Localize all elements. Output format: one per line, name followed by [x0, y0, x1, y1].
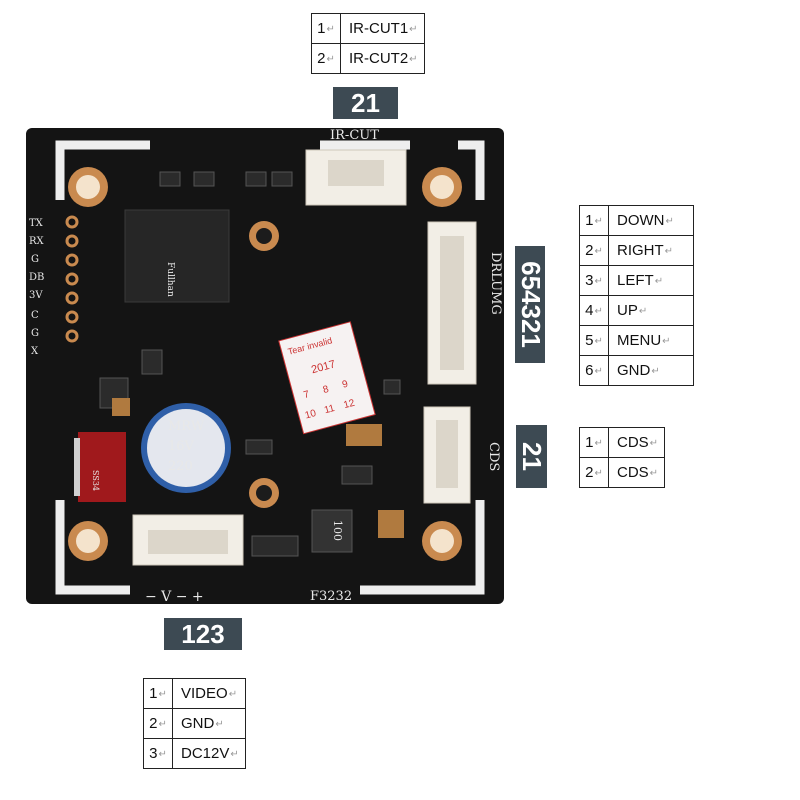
- side-label-db: DB: [29, 272, 44, 283]
- pin-number: 2: [585, 242, 594, 259]
- table-row: 2↵ RIGHT↵: [579, 235, 694, 266]
- side-label-g: G: [31, 254, 39, 265]
- keys-badge: 654321: [515, 246, 546, 363]
- table-row: 1↵ CDS↵: [579, 427, 666, 458]
- table-row: 2↵ GND↵: [143, 708, 246, 739]
- diode-label: SS34: [91, 470, 100, 491]
- pin-number: 4: [585, 302, 594, 319]
- side-label-g2: G: [31, 328, 39, 339]
- pin-label: LEFT: [617, 272, 654, 289]
- power-badge-text: 123: [181, 618, 225, 649]
- pin-label: RIGHT: [617, 242, 664, 259]
- table-row: 1↵ IR-CUT1↵: [311, 13, 425, 44]
- power-badge: 123: [164, 618, 242, 650]
- pin-label: VIDEO: [181, 685, 228, 702]
- sticker-m9: 9: [341, 379, 350, 391]
- tantalum-cap: [378, 510, 404, 538]
- pin-number: 2: [149, 715, 158, 732]
- silk-cds: CDS: [486, 442, 501, 471]
- table-row: 2↵ IR-CUT2↵: [311, 43, 425, 74]
- red-diode: [78, 432, 126, 502]
- side-label-c: C: [31, 310, 39, 321]
- pin-number: 3: [585, 272, 594, 289]
- mounting-holes: [68, 167, 462, 561]
- sticker-m11: 11: [323, 403, 336, 416]
- pin-number: 5: [585, 332, 594, 349]
- ircut-badge-text: 21: [351, 87, 380, 118]
- warranty-sticker: Tear invalid 2017 7 8 9 10 11 12: [278, 321, 376, 435]
- pin-label: CDS: [617, 464, 649, 481]
- pin-label: GND: [617, 362, 651, 379]
- cds-badge: 21: [516, 425, 547, 488]
- pin-number: 1: [149, 685, 158, 702]
- pin-number: 1: [585, 212, 594, 229]
- ircut-connector: [305, 149, 407, 206]
- table-row: 3↵ DC12V↵: [143, 738, 246, 769]
- side-label-rx: RX: [29, 236, 45, 247]
- pin-label: UP: [617, 302, 638, 319]
- inductor-label: 100: [331, 520, 344, 541]
- silk-power: − V − +: [145, 589, 204, 605]
- pin-label: DC12V: [181, 745, 230, 762]
- silk-ircut: IR-CUT: [330, 128, 379, 143]
- pin-number: 1: [585, 434, 594, 451]
- sticker-m12: 12: [342, 398, 356, 412]
- pin-number: 3: [149, 745, 158, 762]
- side-label-x: X: [31, 346, 39, 357]
- pin-number: 2: [317, 50, 326, 67]
- chip-label: Fullhan: [165, 262, 175, 297]
- cds-badge-text: 21: [516, 442, 547, 471]
- table-row: 6↵ GND↵: [579, 355, 694, 386]
- main-chip: [124, 209, 230, 303]
- sticker-m7: 7: [302, 389, 311, 401]
- ircut-badge: 21: [333, 87, 398, 119]
- pin-label: GND: [181, 715, 215, 732]
- pin-number: 2: [585, 464, 594, 481]
- cap-line-2: 16V: [168, 439, 195, 454]
- table-row: 3↵ LEFT↵: [579, 265, 694, 296]
- cds-pin-table: 1↵ CDS↵ 2↵ CDS↵: [579, 427, 666, 488]
- sticker-m8: 8: [322, 384, 331, 396]
- pin-label: CDS: [617, 434, 649, 451]
- table-row: 4↵ UP↵: [579, 295, 694, 326]
- pin-label: IR-CUT2: [349, 50, 409, 67]
- keys-pin-table: 1↵ DOWN↵ 2↵ RIGHT↵ 3↵ LEFT↵ 4↵ UP↵ 5↵ ME…: [579, 205, 694, 386]
- ceramic-cap: [346, 424, 382, 446]
- ircut-pin-table: 1↵ IR-CUT1↵ 2↵ IR-CUT2↵: [311, 13, 425, 74]
- power-pin-table: 1↵ VIDEO↵ 2↵ GND↵ 3↵ DC12V↵: [143, 678, 246, 769]
- table-row: 2↵ CDS↵: [579, 457, 666, 488]
- side-label-3v: 3V: [29, 290, 43, 301]
- table-row: 5↵ MENU↵: [579, 325, 694, 356]
- pin-number: 6: [585, 362, 594, 379]
- keys-badge-text: 654321: [515, 261, 546, 348]
- inductor: [311, 509, 353, 553]
- silk-keys: DRLUMG: [488, 252, 503, 315]
- table-row: 1↵ DOWN↵: [579, 205, 694, 236]
- cap-line-3: 220: [168, 459, 193, 474]
- pin-label: IR-CUT1: [349, 20, 409, 37]
- smd-components: [99, 171, 401, 557]
- side-label-tx: TX: [29, 218, 44, 229]
- sticker-m10: 10: [304, 408, 318, 422]
- table-row: 1↵ VIDEO↵: [143, 678, 246, 709]
- silk-model: F3232: [310, 589, 352, 604]
- cap-line-1: MRW: [168, 419, 205, 434]
- side-header-pins: [65, 215, 79, 343]
- pin-label: MENU: [617, 332, 662, 349]
- pin-number: 1: [317, 20, 326, 37]
- pin-label: DOWN: [617, 212, 665, 229]
